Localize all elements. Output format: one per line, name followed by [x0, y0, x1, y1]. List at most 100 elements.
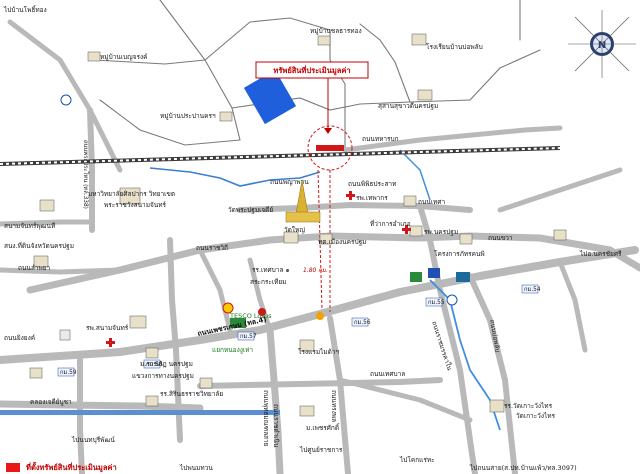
label-road-phiphit-prasat: ถนนพิพิธประสาท: [348, 180, 396, 188]
legend-swatch: [6, 463, 20, 472]
label-road-phaya-phan: ถนนพญาพาน: [270, 178, 309, 186]
target-marker: [316, 145, 344, 151]
label-silpakorn-ms: ม.เพชรศักดิ์: [306, 423, 340, 432]
village-icon: [87, 51, 101, 62]
label-bottom-right-road: ไปโคกแร่ทะ: [399, 456, 435, 464]
chedi-icon: [285, 179, 321, 223]
label-hwy-58: กม.58: [146, 362, 163, 368]
label-road-ratchadamnoen: ถนนราชดำเนิน: [272, 404, 280, 448]
compass-icon: N: [568, 10, 636, 78]
label-village-paradise: หมู่บ้านประปานครฯ: [160, 112, 216, 120]
label-silpakorn-univ: มหาวิทยาลัยศิลปากร วิทยาเขต: [88, 190, 175, 198]
building-icon: [409, 225, 423, 237]
label-right-temple: รร.วัดเกาะวังไทร: [504, 402, 553, 410]
label-market-stadium: สนามจันทร์พุฒนที: [4, 222, 55, 230]
label-bottom-right-far: ไปถนนสาย(ส.ปท.บ้านแพ้ว/ทล.3097): [469, 464, 577, 472]
label-road-thesa: ถนนเทศา: [418, 198, 445, 206]
label-police-office: สนง.ที่ดินจังหวัดนครปฐม: [4, 241, 74, 250]
hotel-icon: [299, 339, 315, 352]
target-circle: [307, 125, 353, 171]
label-phra-pathom-chedi: วัดพระปฐมเจดีย์: [228, 206, 273, 214]
label-school-ban-bo-phap: โรงเรียนบ้านบ่อพลับ: [426, 43, 483, 51]
label-hwy-56: กม.56: [354, 320, 371, 326]
hospital-icon: [129, 315, 147, 329]
legend: ที่ตั้งทรัพย์สินที่ประเมินมูลค่า: [6, 461, 117, 473]
building-icon: [319, 233, 333, 245]
university-icon: [119, 187, 141, 205]
label-municipality: ทต.เมืองนครปฐม: [318, 238, 366, 246]
esso-station-icon: [60, 94, 72, 106]
target-label-box: ทรัพย์สินที่ประเมินมูลค่า: [255, 61, 369, 134]
label-school-right: โครงการภัทรคนพิ: [434, 250, 485, 258]
label-right-temple2: วัดเกาะวังไทร: [516, 412, 556, 420]
building-icon: [33, 255, 49, 268]
police-icon: [59, 329, 71, 341]
label-tesco: TESCO Lotus: [229, 312, 272, 320]
label-road-west-vertical: ถนนพระประโทน (ทล.338): [82, 140, 90, 209]
temple-icon: [489, 399, 505, 413]
store-icon: [456, 272, 470, 282]
label-health-office: สุสานสุขาวดีนครปฐม: [378, 102, 438, 110]
label-road-phutthamonthon: ถนนพุทธมณฑลสาย: [262, 390, 270, 447]
ptt-station-icon: [446, 294, 458, 306]
label-hospital-thesakan: รพ.เทพากร: [356, 194, 388, 202]
label-thesaban-hospital: รร.เทศบาล ๑: [252, 266, 290, 274]
bank-icon: [258, 308, 266, 316]
railway: [0, 146, 561, 166]
school-icon: [145, 347, 159, 359]
label-road-thaharn-bok: ถนนทหารบก: [362, 135, 399, 143]
tesco-icon: [230, 318, 246, 328]
junction-icon: [316, 312, 324, 320]
school-icon: [299, 405, 315, 417]
temple-icon: [283, 231, 299, 244]
landmark-icons: [29, 33, 567, 417]
label-nongngu-market: แยกหนองงูเห่า: [212, 346, 253, 354]
building-icon: [417, 89, 433, 101]
label-canal-chedi-bucha: คลองเจดีย์บูชา: [30, 398, 72, 406]
label-bottom-mid-road: ไปพนมทวน: [179, 464, 213, 472]
label-village-benjamaroj: หมู่บ้านเบญจรงค์: [100, 53, 148, 61]
label-road-yingyong: ถนนยิงยงค์: [4, 334, 35, 342]
canal-chedi-bucha: [0, 410, 280, 415]
label-village-chonlathong: หมู่บ้านชลธารทอง: [310, 27, 362, 35]
label-arrow-right-road: ไปอ.นครชัยศรี: [579, 250, 622, 258]
village-icon: [317, 35, 331, 46]
label-wat-yai: วัดใหญ่: [284, 226, 305, 234]
label-road-bottom-mid2: ไปศูนย์ราชการ: [299, 446, 343, 454]
shell-station-icon: [222, 302, 234, 314]
building-icon: [403, 195, 417, 207]
target-label: ทรัพย์สินที่ประเมินมูลค่า: [273, 64, 350, 76]
building-icon: [199, 377, 213, 389]
label-road-song-phon: ถนนทรงพล: [330, 390, 338, 422]
label-hwy-54: กม.54: [524, 287, 541, 293]
label-bottom-left-road: ไปนนทบุรีพัฒน์: [71, 436, 115, 444]
label-rangsit-college: รร.สิรินธรราชวิทยาลัย: [160, 390, 223, 398]
label-hospital-sanam-chan: รพ.สนามจันทร์: [86, 324, 129, 332]
school-icon: [411, 33, 427, 46]
km-markers: [57, 284, 539, 377]
label-road-rachavithi: ถนนราชวิถี: [196, 244, 228, 252]
store-icon: [428, 268, 440, 278]
building-icon: [553, 229, 567, 241]
label-sakara-market: สระกระเทียม: [250, 278, 286, 286]
hospital-cross-icon: [106, 191, 411, 347]
school-icon: [145, 395, 159, 407]
label-top-left-road: ไปบ้านโพธิ์ทอง: [3, 5, 47, 14]
label-road-lam-phaya: ถนนลำพยา: [18, 264, 51, 272]
label-sanam-chan-palace: พระราชวังสนามจันทร์: [104, 201, 167, 209]
school-icon: [29, 367, 43, 379]
label-road-kwae: ถนนขวา: [488, 234, 513, 242]
label-kasetsart-hospital: โรงแรมไมด้าฯ: [298, 348, 340, 356]
label-hwy-57: กม.57: [240, 334, 257, 340]
label-hospital-nakhonpathom: รพ.นครปฐม: [424, 228, 458, 236]
legend-label: ที่ตั้งทรัพย์สินที่ประเมินมูลค่า: [26, 461, 117, 473]
label-road-thesaban-sai: ถนนเทศบาล: [370, 370, 405, 378]
target-property-block: [243, 69, 297, 125]
store-icon: [410, 272, 422, 282]
label-hwy-55: กม.55: [428, 300, 445, 306]
label-police-highway: แขวงการทางนครปฐม: [132, 372, 194, 380]
distance-label: 1.80 กม.: [303, 267, 328, 274]
building-icon: [459, 233, 473, 245]
label-school-rajabhat: ม.ราชภัฏ นครปฐม: [140, 360, 193, 368]
